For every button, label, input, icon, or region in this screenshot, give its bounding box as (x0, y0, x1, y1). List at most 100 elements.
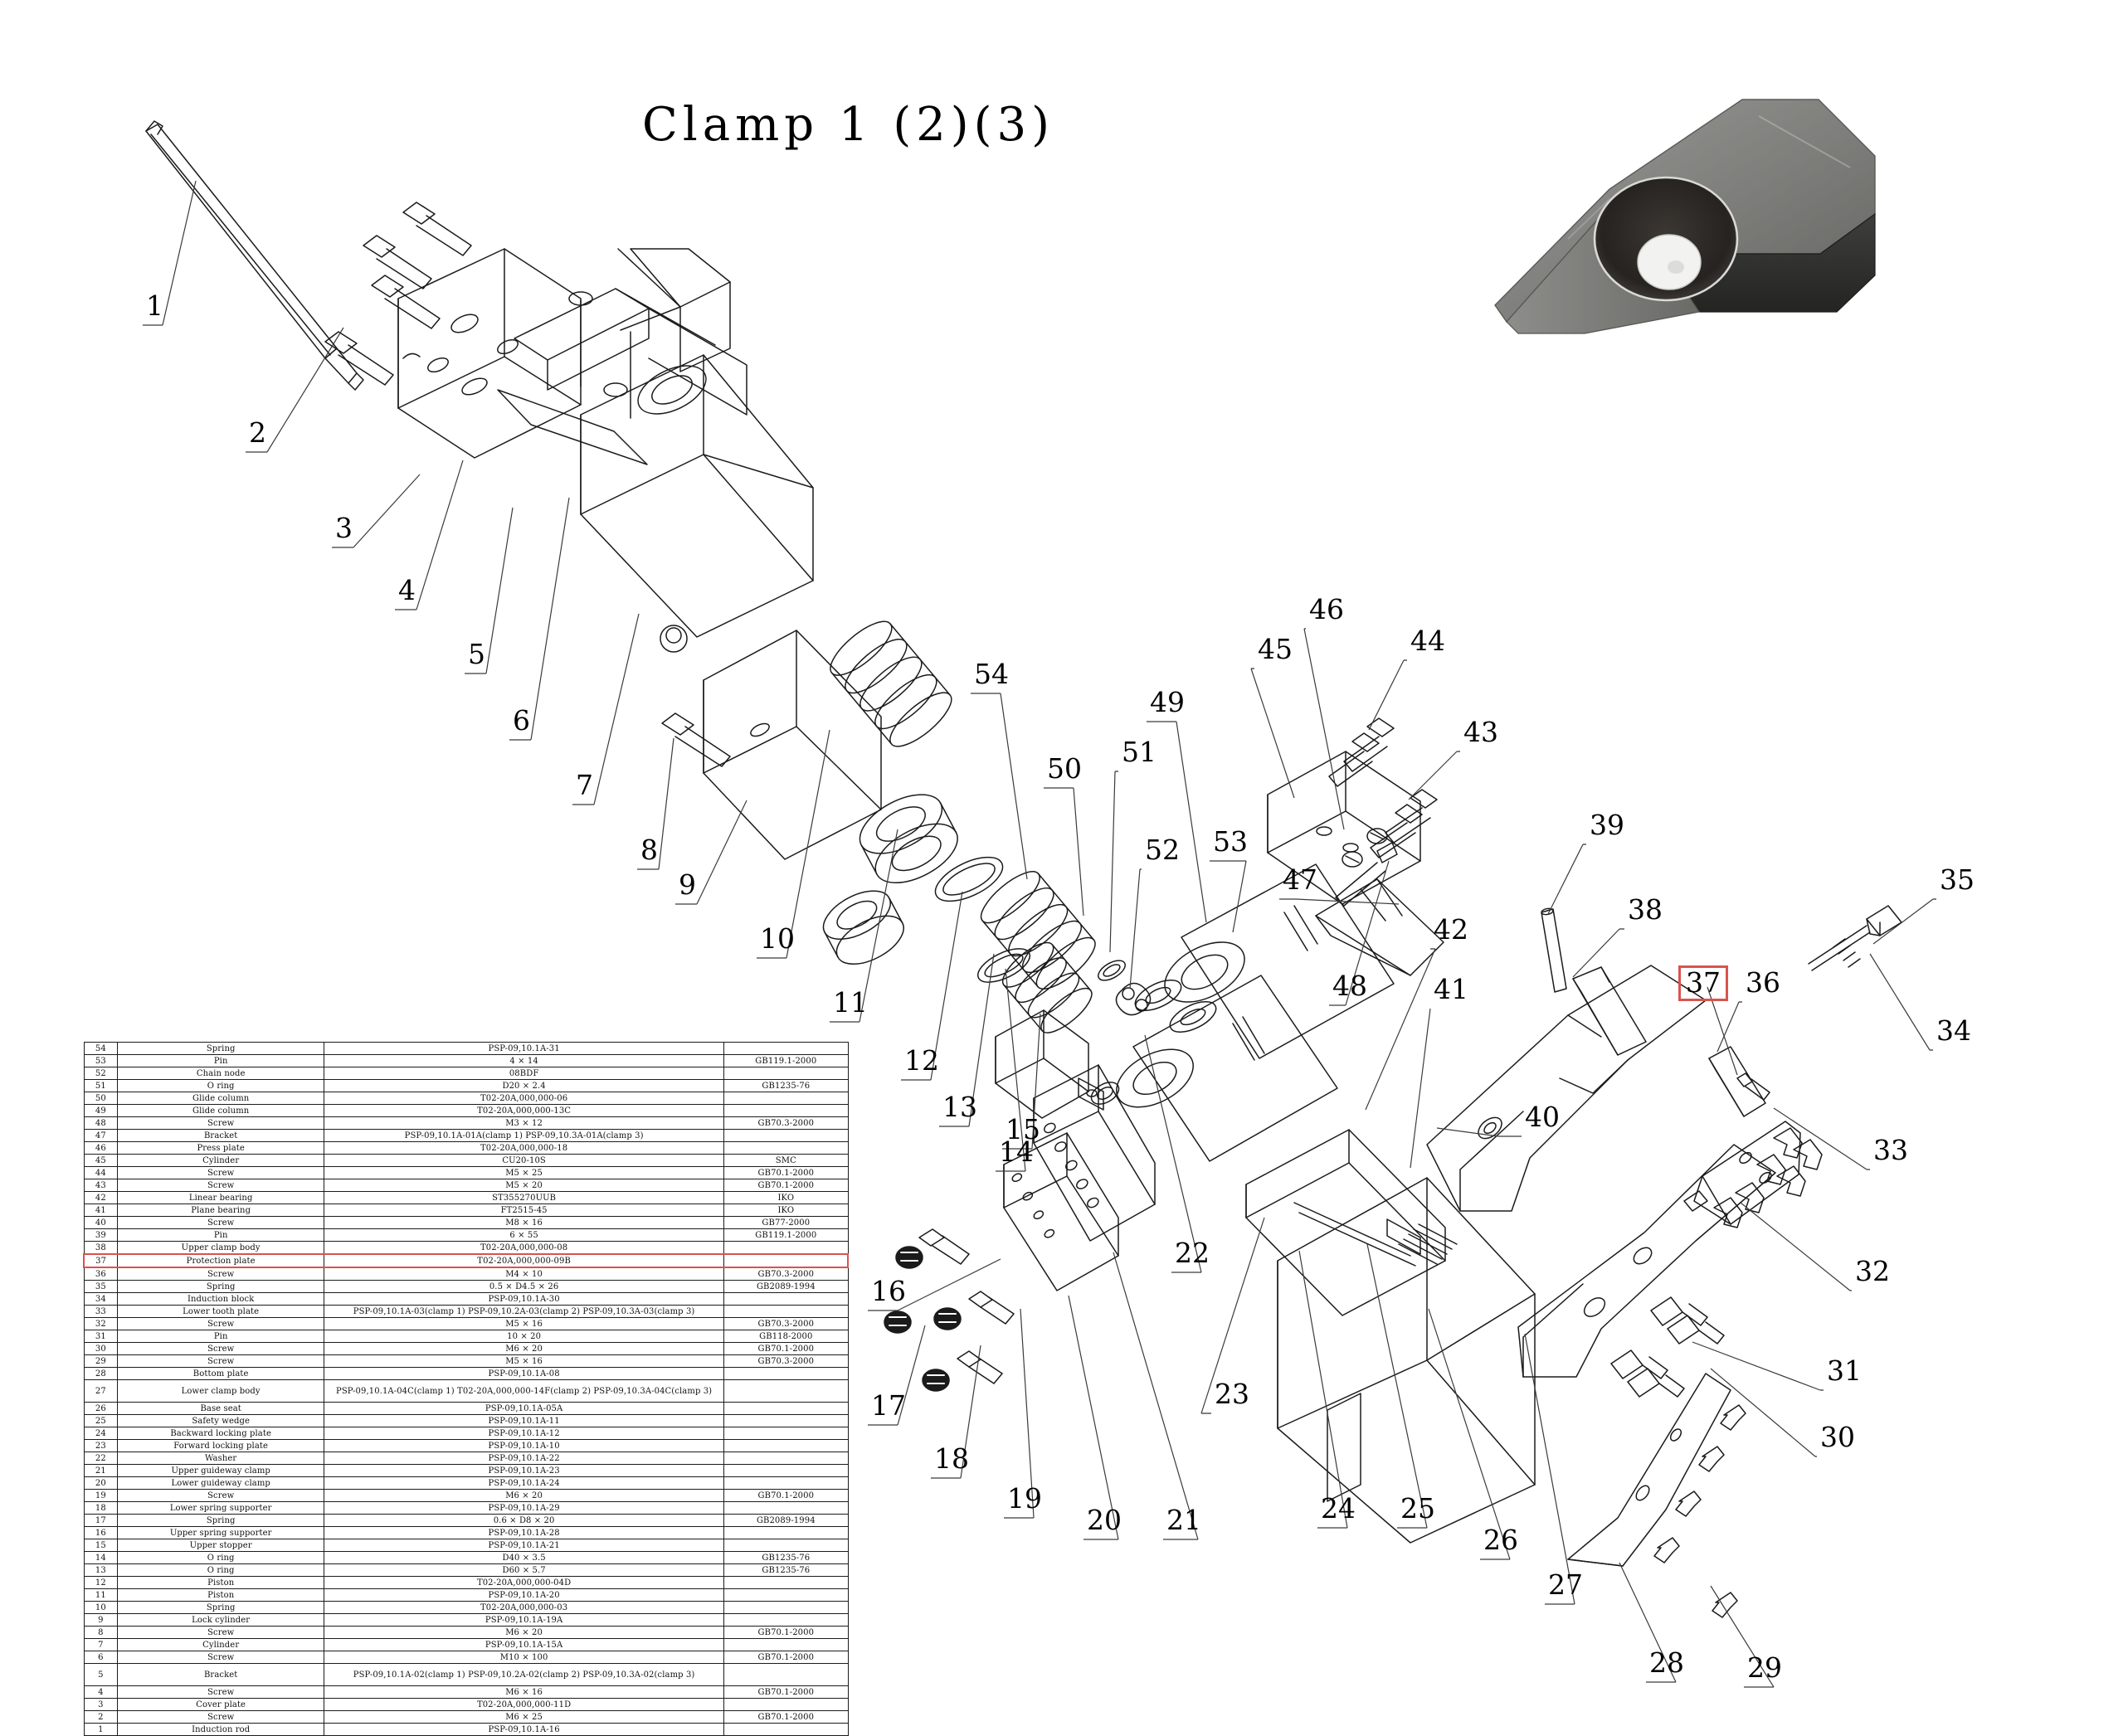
callout-33[interactable]: 33 (1873, 1134, 1908, 1166)
callout-26[interactable]: 26 (1483, 1524, 1518, 1556)
callout-50[interactable]: 50 (1047, 752, 1082, 785)
callout-37[interactable]: 37 (1678, 965, 1728, 1001)
callout-34[interactable]: 34 (1936, 1014, 1971, 1047)
callout-52[interactable]: 52 (1145, 834, 1180, 866)
callout-27[interactable]: 27 (1548, 1568, 1583, 1601)
callout-8[interactable]: 8 (640, 834, 658, 866)
callout-12[interactable]: 12 (904, 1044, 939, 1077)
callout-47[interactable]: 47 (1283, 863, 1317, 896)
callout-2[interactable]: 2 (249, 416, 266, 449)
callout-40[interactable]: 40 (1525, 1101, 1560, 1133)
callout-24[interactable]: 24 (1321, 1492, 1356, 1524)
callout-9[interactable]: 9 (679, 868, 696, 901)
callout-19[interactable]: 19 (1007, 1482, 1042, 1515)
callout-30[interactable]: 30 (1820, 1421, 1855, 1453)
callout-1[interactable]: 1 (146, 289, 163, 322)
callout-16[interactable]: 16 (871, 1275, 906, 1307)
callout-4[interactable]: 4 (398, 574, 416, 606)
callout-45[interactable]: 45 (1258, 633, 1293, 665)
callout-23[interactable]: 23 (1215, 1378, 1249, 1410)
callout-46[interactable]: 46 (1309, 593, 1344, 625)
callout-15[interactable]: 15 (1006, 1113, 1040, 1145)
callout-14[interactable]: 14 (999, 1135, 1034, 1168)
callout-18[interactable]: 18 (934, 1442, 969, 1475)
callout-7[interactable]: 7 (576, 769, 593, 801)
callout-32[interactable]: 32 (1855, 1255, 1890, 1287)
callout-6[interactable]: 6 (513, 704, 530, 737)
callout-10[interactable]: 10 (760, 922, 795, 955)
callout-13[interactable]: 13 (942, 1091, 977, 1123)
callout-54[interactable]: 54 (974, 658, 1009, 690)
callout-36[interactable]: 36 (1746, 966, 1780, 999)
callout-42[interactable]: 42 (1434, 913, 1468, 946)
callout-49[interactable]: 49 (1150, 686, 1185, 718)
callout-25[interactable]: 25 (1400, 1492, 1435, 1524)
callout-3[interactable]: 3 (335, 512, 353, 544)
callout-22[interactable]: 22 (1175, 1237, 1210, 1269)
callout-44[interactable]: 44 (1410, 625, 1445, 657)
callout-48[interactable]: 48 (1332, 970, 1367, 1002)
callout-35[interactable]: 35 (1940, 863, 1975, 896)
callout-5[interactable]: 5 (468, 638, 485, 670)
callout-29[interactable]: 29 (1747, 1651, 1782, 1684)
callout-28[interactable]: 28 (1649, 1646, 1684, 1679)
callout-21[interactable]: 21 (1166, 1504, 1201, 1536)
callout-20[interactable]: 20 (1087, 1504, 1122, 1536)
callout-43[interactable]: 43 (1463, 716, 1498, 748)
callout-31[interactable]: 31 (1827, 1354, 1862, 1387)
callout-11[interactable]: 11 (833, 986, 868, 1019)
callout-51[interactable]: 51 (1122, 736, 1157, 768)
callout-38[interactable]: 38 (1628, 893, 1663, 926)
callout-39[interactable]: 39 (1590, 809, 1624, 841)
